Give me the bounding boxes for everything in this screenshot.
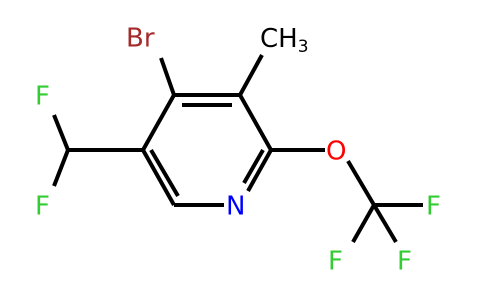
bond-chf2-f-bottom [52, 149, 70, 187]
bond-c4-br [159, 57, 176, 96]
bond-c2-n-inner [242, 149, 265, 184]
bond-cf3-f-bottom-right [372, 203, 398, 244]
atom-oxygen: O [326, 137, 346, 167]
atom-labels: Br CH3 N O F F F F F [35, 24, 441, 277]
atom-fluorine-cf3-bottom-right: F [397, 247, 412, 277]
atom-fluorine-cf3-bottom-left: F [328, 247, 343, 277]
bond-c5-c4 [141, 94, 176, 151]
bond-c6-c5 [141, 149, 176, 206]
atom-fluorine-chf2-bottom: F [35, 192, 50, 222]
atom-nitrogen: N [226, 192, 245, 222]
bond-chf2-f-top [52, 114, 70, 151]
atom-methyl: CH3 [260, 24, 309, 58]
atom-bromine: Br [126, 24, 155, 54]
bond-c3-c2 [238, 94, 273, 151]
bond-c3-ch3 [238, 54, 264, 96]
bond-c2-n [246, 149, 273, 192]
atom-methyl-main: CH [260, 24, 298, 54]
atom-fluorine-chf2-top: F [35, 82, 50, 112]
atom-methyl-subscript: 3 [298, 37, 309, 57]
bond-cf3-f-bottom-left [351, 204, 376, 243]
atom-fluorine-cf3-right: F [426, 192, 441, 222]
bond-c6-c5-inner [149, 148, 180, 198]
bonds [52, 54, 423, 244]
bond-o-cf3 [346, 159, 376, 207]
